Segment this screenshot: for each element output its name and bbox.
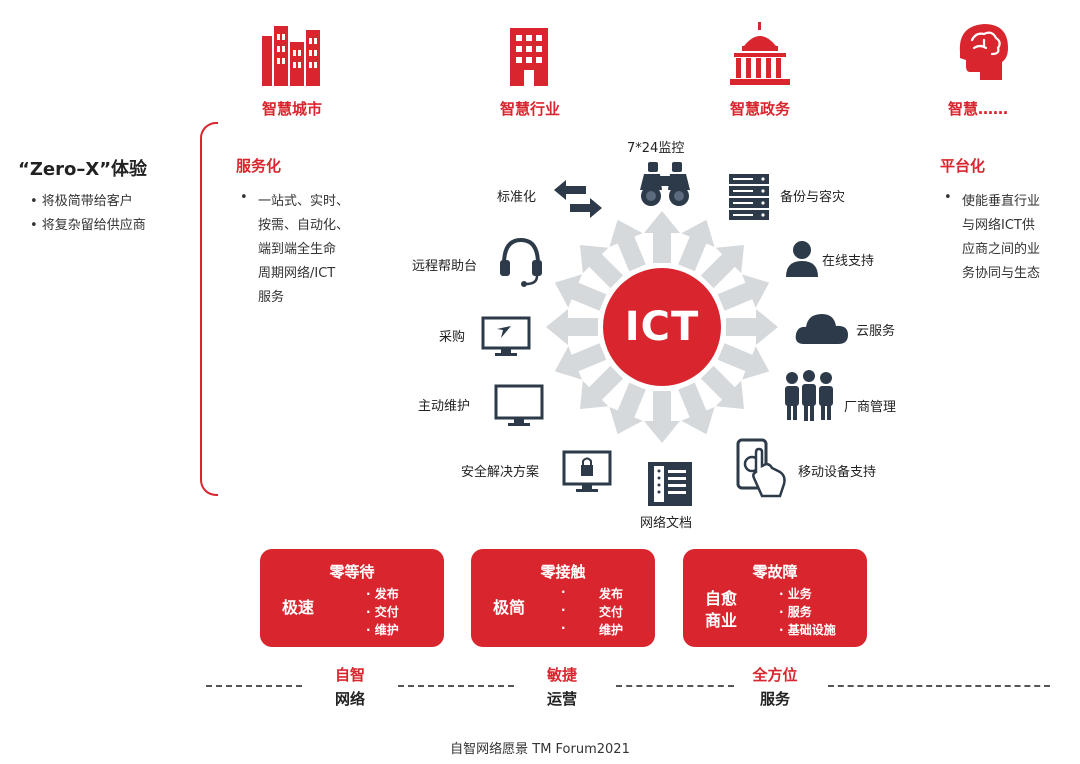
platform-line: 与网络ICT供 bbox=[962, 218, 1035, 233]
zero-box-item: · 服务 bbox=[779, 605, 812, 619]
zero-box-left: 极简 bbox=[493, 598, 526, 617]
zero-box-item: 维护 bbox=[599, 623, 624, 637]
brain-head-icon bbox=[959, 24, 1008, 80]
bottom-label-red: 自智 bbox=[334, 666, 365, 684]
radial-arrow bbox=[678, 219, 715, 272]
dashed-divider bbox=[398, 685, 514, 687]
radial-arrow bbox=[609, 382, 646, 435]
zero-box-item: · 业务 bbox=[779, 587, 812, 601]
zero-x-item: • 将极简带给客户 bbox=[30, 194, 133, 209]
zero-box-item: · 基础设施 bbox=[779, 623, 836, 637]
monitor-lock-icon bbox=[562, 450, 612, 492]
server-rack-icon bbox=[729, 174, 769, 220]
ict-center-circle: ICT bbox=[603, 268, 721, 386]
radial-arrow bbox=[644, 211, 680, 263]
radial-arrow bbox=[678, 382, 715, 435]
zero-box-item: 交付 bbox=[599, 605, 624, 619]
radial-arrow bbox=[717, 274, 770, 311]
dashed-divider bbox=[206, 685, 302, 687]
swap-arrows-icon bbox=[554, 180, 602, 218]
zero-box-left: 自愈 bbox=[705, 589, 738, 608]
zero-box-item: · 发布 bbox=[366, 587, 399, 601]
person-icon bbox=[786, 241, 818, 277]
service-line: 周期网络/ICT bbox=[258, 266, 336, 281]
node-label-mobile: 移动设备支持 bbox=[798, 465, 877, 480]
dashed-divider bbox=[616, 685, 734, 687]
zero-box-title: 零故障 bbox=[752, 563, 798, 581]
bottom-label-black: 服务 bbox=[759, 690, 790, 708]
radial-arrow bbox=[700, 245, 744, 289]
zero-box-item: 发布 bbox=[599, 587, 624, 601]
zero-box-item: · 维护 bbox=[366, 623, 399, 637]
zero-wait-box: 零等待 极速 · 发布 · 交付 · 维护 bbox=[260, 549, 444, 647]
radial-arrow bbox=[580, 245, 624, 289]
zero-box-dot: · bbox=[561, 621, 566, 635]
zero-box-left: 极速 bbox=[282, 598, 315, 617]
monitor-icon bbox=[494, 384, 544, 426]
zero-box-title: 零接触 bbox=[540, 563, 586, 581]
node-label-security: 安全解决方案 bbox=[461, 465, 540, 480]
zero-fault-box: 零故障 自愈 商业 · 业务 · 服务 · 基础设施 bbox=[683, 549, 867, 647]
dashed-divider bbox=[828, 685, 1050, 687]
zero-x-item: • 将复杂留给供应商 bbox=[30, 218, 146, 233]
top-label-city: 智慧城市 bbox=[261, 100, 322, 118]
zero-box-dot: · bbox=[561, 603, 566, 617]
city-buildings-icon bbox=[262, 26, 320, 86]
zero-box-item: · 交付 bbox=[366, 605, 399, 619]
radial-arrow bbox=[554, 343, 607, 380]
zero-box-left: 商业 bbox=[705, 611, 738, 630]
radial-arrow bbox=[717, 343, 770, 380]
service-line: 服务 bbox=[258, 290, 285, 305]
service-line: 一站式、实时、 bbox=[258, 194, 350, 209]
zero-touch-box: 零接触 极简 · · · 发布 交付 维护 bbox=[471, 549, 655, 647]
zero-box-dot: · bbox=[561, 585, 566, 599]
headset-icon bbox=[500, 237, 542, 287]
radial-arrow bbox=[546, 309, 598, 345]
node-label-cloud: 云服务 bbox=[856, 324, 896, 339]
radial-arrow bbox=[644, 391, 680, 443]
node-label-monitor: 7*24监控 bbox=[627, 141, 685, 156]
cloud-icon bbox=[795, 314, 848, 344]
zero-x-title: “Zero–X”体验 bbox=[18, 159, 148, 180]
service-bullet: • bbox=[240, 190, 248, 205]
radial-arrow bbox=[554, 274, 607, 311]
service-line: 按需、自动化、 bbox=[258, 218, 350, 233]
radial-arrow bbox=[609, 219, 646, 272]
people-group-icon bbox=[785, 370, 833, 421]
phone-touch-icon bbox=[736, 438, 786, 498]
platform-line: 使能垂直行业 bbox=[962, 194, 1041, 209]
node-label-backup: 备份与容灾 bbox=[780, 190, 846, 205]
binoculars-icon bbox=[640, 162, 690, 206]
bottom-label-black: 网络 bbox=[334, 690, 365, 708]
government-capitol-icon bbox=[730, 22, 790, 85]
platform-bullet: • bbox=[944, 190, 952, 205]
zero-box-title: 零等待 bbox=[329, 563, 375, 581]
node-label-maintain: 主动维护 bbox=[418, 399, 471, 414]
node-label-standard: 标准化 bbox=[497, 190, 537, 205]
node-label-docs: 网络文档 bbox=[640, 516, 693, 531]
bottom-label-black: 运营 bbox=[546, 690, 577, 708]
top-label-industry: 智慧行业 bbox=[499, 100, 560, 118]
document-list-icon bbox=[648, 462, 692, 506]
node-label-vendor: 厂商管理 bbox=[844, 400, 897, 415]
top-label-government: 智慧政务 bbox=[729, 100, 790, 118]
radial-arrow bbox=[580, 365, 624, 409]
monitor-cursor-icon bbox=[481, 316, 531, 356]
platform-line: 务协同与生态 bbox=[962, 266, 1041, 281]
figure-caption: 自智网络愿景 TM Forum2021 bbox=[450, 742, 630, 757]
bottom-label-red: 全方位 bbox=[752, 666, 798, 684]
bottom-label-red: 敏捷 bbox=[546, 666, 577, 684]
node-label-procure: 采购 bbox=[439, 330, 466, 345]
platform-line: 应商之间的业 bbox=[962, 242, 1041, 257]
platform-title: 平台化 bbox=[940, 157, 986, 175]
node-label-helpdesk: 远程帮助台 bbox=[412, 259, 478, 274]
service-title: 服务化 bbox=[236, 157, 282, 175]
office-building-icon bbox=[510, 28, 548, 86]
node-label-online: 在线支持 bbox=[822, 254, 875, 269]
top-label-smart-more: 智慧…… bbox=[947, 100, 1008, 118]
service-line: 端到端全生命 bbox=[258, 242, 337, 257]
radial-arrow bbox=[700, 365, 744, 409]
radial-arrow bbox=[726, 309, 778, 345]
